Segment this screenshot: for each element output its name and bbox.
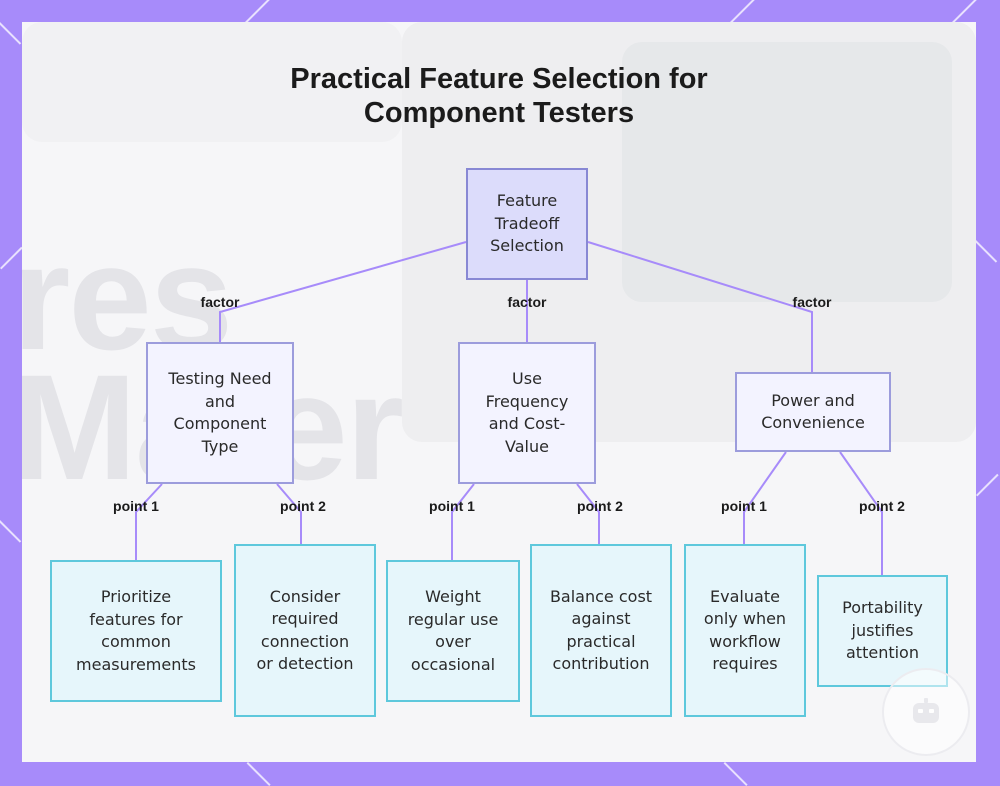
edge-label: factor: [507, 294, 547, 310]
connector-line: [276, 483, 302, 544]
edge-label: point 2: [280, 498, 326, 514]
frame-decoration: [245, 0, 271, 24]
diagram-title: Practical Feature Selection for Componen…: [22, 62, 976, 130]
frame-decoration: [976, 473, 999, 497]
leaf-evaluate: Evaluate only when workflow requires: [684, 544, 806, 717]
background-shape: [22, 22, 402, 142]
edge-label: factor: [200, 294, 240, 310]
connector-line: [219, 241, 467, 342]
frame-decoration: [0, 246, 23, 270]
root-node: Feature Tradeoff Selection: [466, 168, 588, 280]
connector-layer: [135, 241, 883, 575]
frame-decoration: [0, 22, 22, 45]
connector-line: [576, 483, 600, 544]
connector-line: [135, 483, 163, 560]
diagram-canvas: res Mater Practical Feature Selection fo…: [22, 22, 976, 762]
node-testing-need: Testing Need and Component Type: [146, 342, 294, 484]
frame-decoration: [246, 762, 271, 786]
connector-line: [839, 451, 883, 575]
leaf-consider: Consider required connection or detectio…: [234, 544, 376, 717]
node-power-convenience: Power and Convenience: [735, 372, 891, 452]
frame-decoration: [952, 0, 978, 24]
title-line: Component Testers: [363, 97, 635, 129]
frame-decoration: [730, 0, 756, 24]
background-shape: [622, 42, 952, 302]
frame-decoration: [723, 762, 748, 786]
edge-label: factor: [792, 294, 832, 310]
robot-icon: [913, 698, 939, 723]
connector-line: [743, 451, 787, 544]
edge-label: point 2: [859, 498, 905, 514]
leaf-prioritize: Prioritize features for common measureme…: [50, 560, 222, 702]
robot-badge: [882, 668, 970, 756]
frame-decoration: [0, 520, 22, 543]
edge-label: point 2: [577, 498, 623, 514]
edge-label: point 1: [721, 498, 767, 514]
leaf-balance: Balance cost against practical contribut…: [530, 544, 672, 717]
connector-line: [587, 241, 813, 372]
node-use-frequency: Use Frequency and Cost-Value: [458, 342, 596, 484]
connector-line: [451, 483, 475, 560]
edge-label: point 1: [429, 498, 475, 514]
leaf-weight: Weight regular use over occasional: [386, 560, 520, 702]
edge-label: point 1: [113, 498, 159, 514]
frame-decoration: [974, 240, 998, 263]
title-line: Practical Feature Selection for: [290, 63, 708, 95]
